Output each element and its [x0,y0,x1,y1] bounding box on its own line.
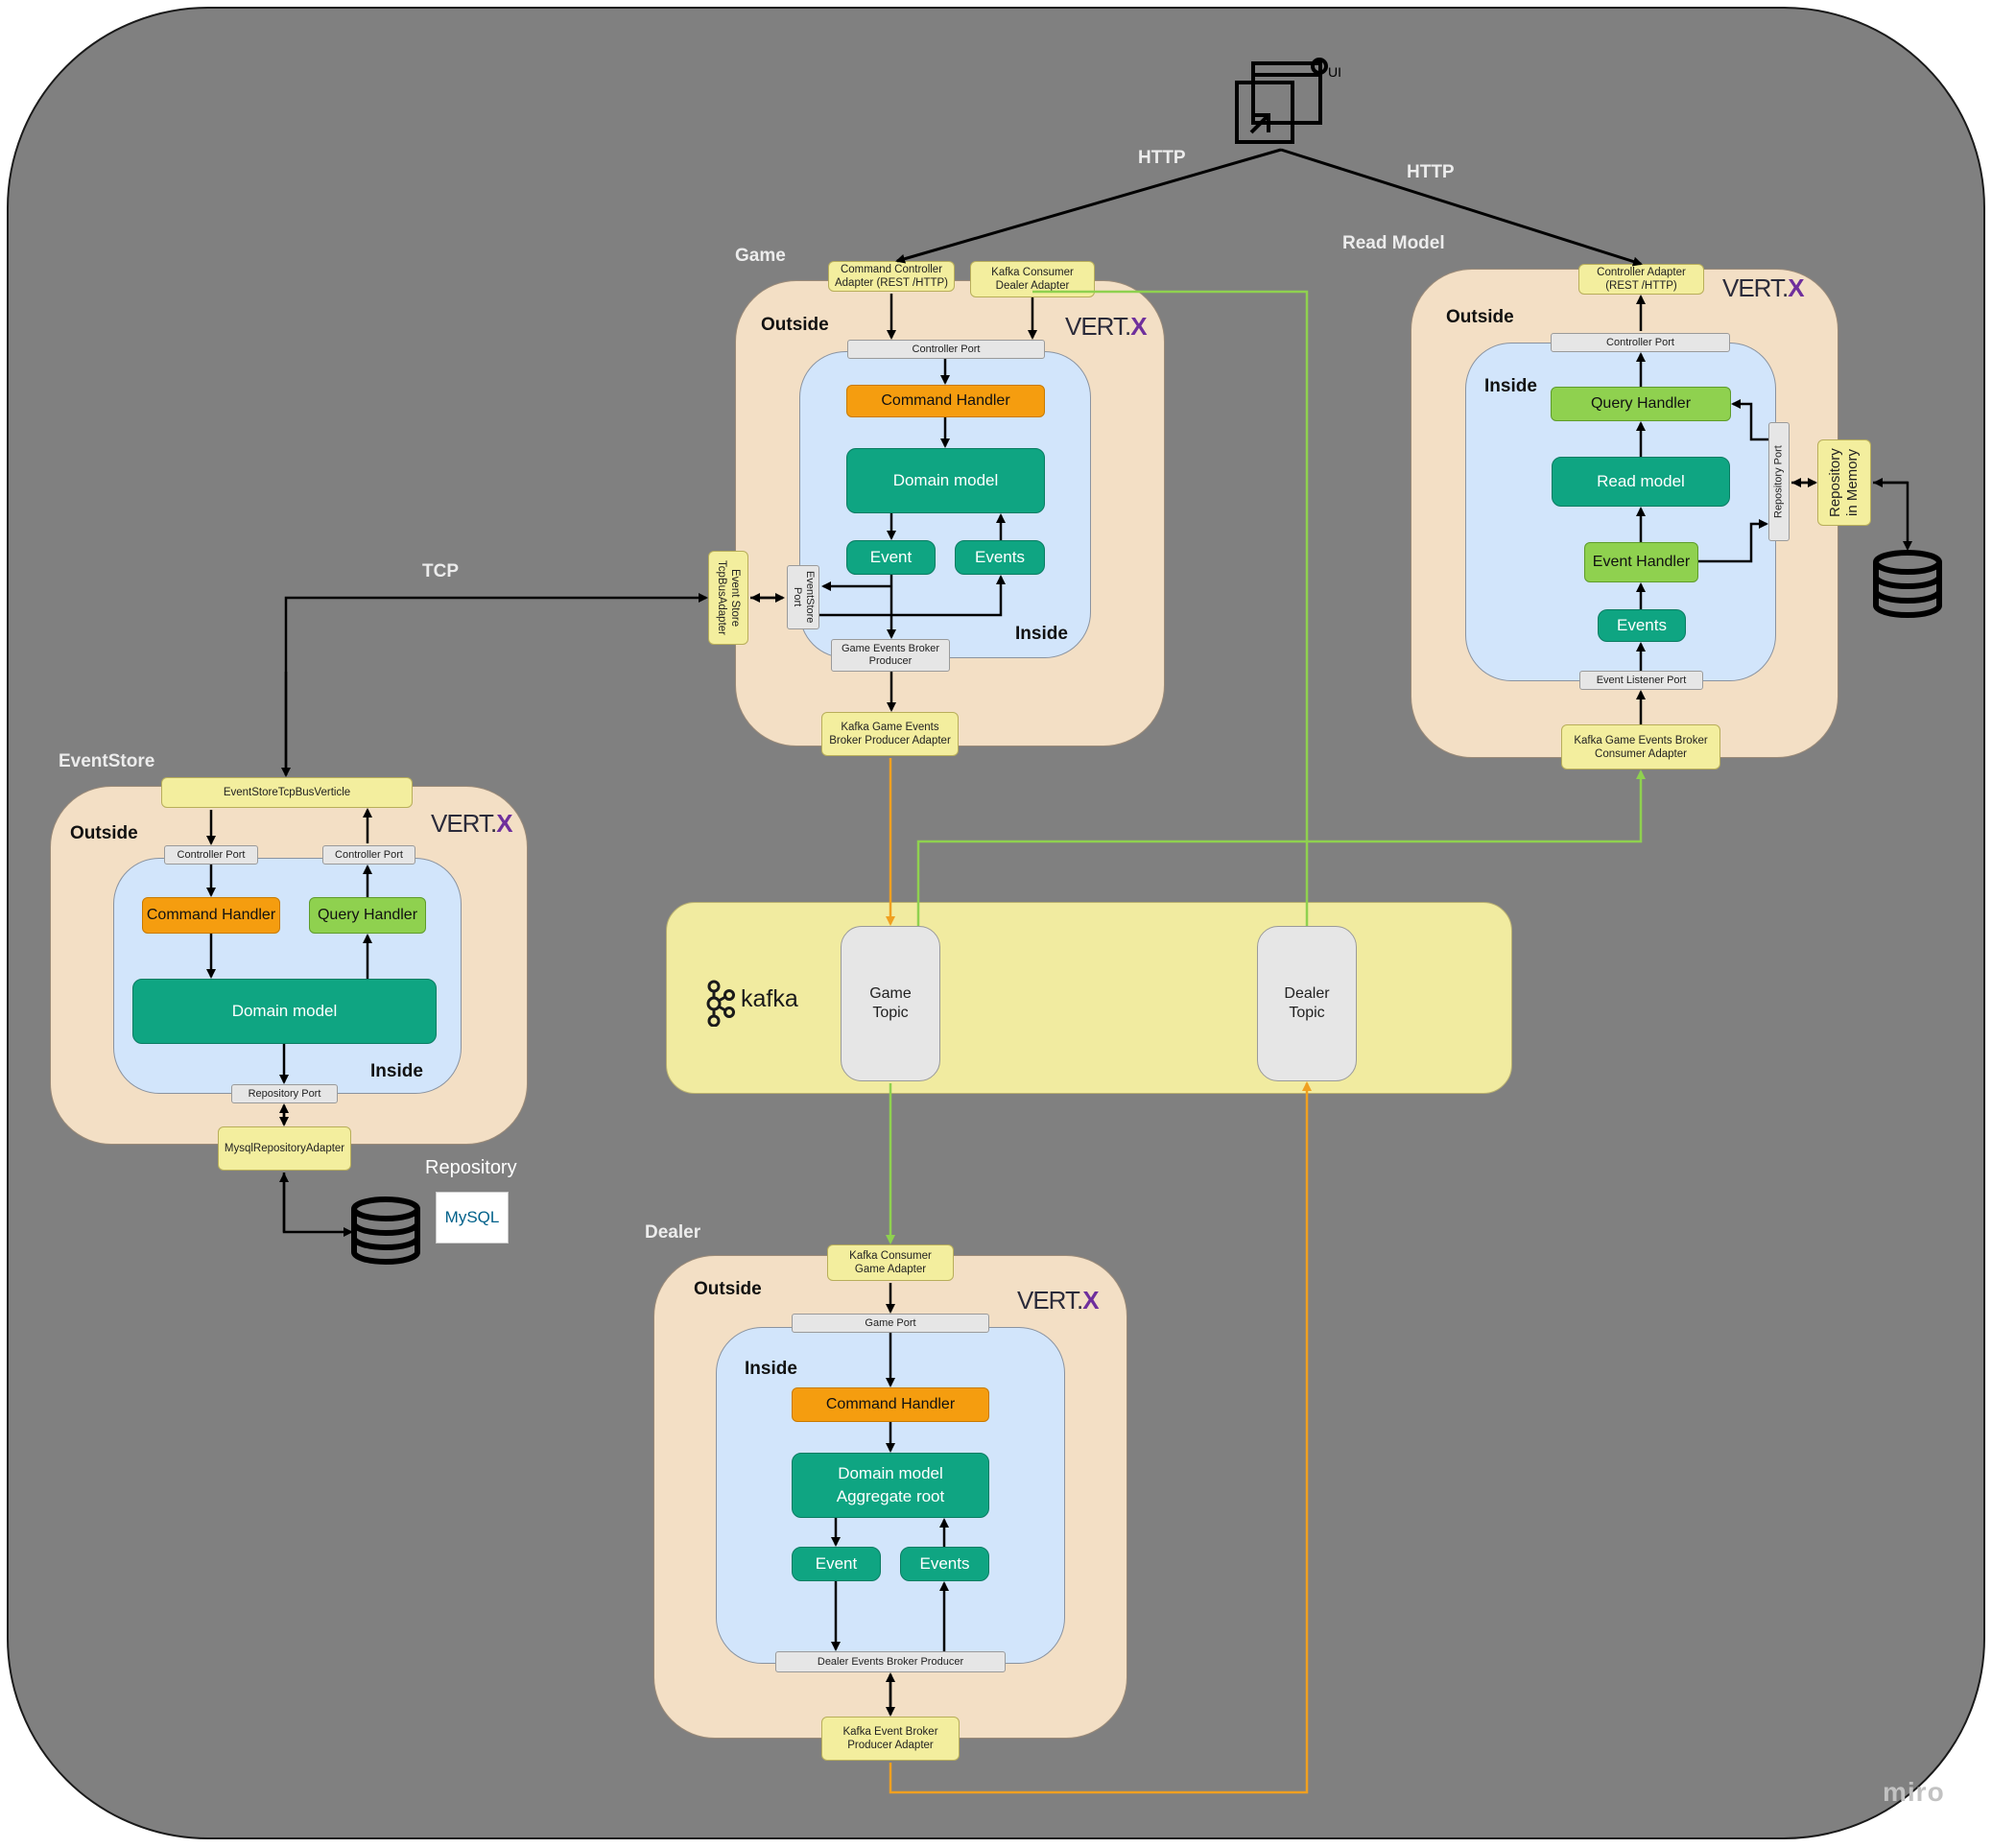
readmodel-vertx-logo: VERT.X [1722,273,1805,302]
mysql-logo: MySQL [436,1192,509,1244]
dealer-domain-model: Domain model Aggregate root [792,1453,989,1518]
game-vertx-logo: VERT.X [1065,312,1148,341]
readmodel-events: Events [1598,609,1686,642]
dealer-kafka-consumer-game-adapter: Kafka Consumer Game Adapter [827,1244,954,1281]
dealer-kafka-producer-adapter: Kafka Event Broker Producer Adapter [821,1717,960,1761]
game-eventstore-port: EventStore Port [787,565,819,629]
kafka-icon [706,980,735,1027]
database-icon [1873,550,1942,618]
readmodel-kafka-consumer-adapter: Kafka Game Events Broker Consumer Adapte… [1561,724,1720,770]
miro-watermark: miro [1883,1777,1945,1807]
dealer-inside-label: Inside [745,1359,797,1379]
dealer-game-port: Game Port [792,1314,989,1333]
game-events: Events [955,540,1045,575]
readmodel-event-handler: Event Handler [1584,542,1698,582]
kafka-logo: kafka [702,979,808,1027]
database-icon [351,1196,420,1265]
svg-text:UI: UI [1328,64,1341,80]
game-events-broker-producer: Game Events Broker Producer [831,639,950,672]
readmodel-read-model: Read model [1552,457,1730,507]
http-label-left: HTTP [1138,148,1186,168]
dealer-events: Events [900,1547,989,1581]
game-controller-port: Controller Port [847,340,1045,359]
eventstore-repository-port: Repository Port [231,1084,338,1103]
readmodel-event-listener-port: Event Listener Port [1579,671,1703,690]
game-topic: Game Topic [841,926,940,1081]
readmodel-inside-label: Inside [1484,376,1537,396]
readmodel-controller-port: Controller Port [1551,333,1730,352]
kafka-broker [666,902,1512,1094]
dealer-outside-label: Outside [694,1279,762,1299]
game-inside-label: Inside [1015,624,1068,644]
game-command-handler: Command Handler [846,385,1045,417]
eventstore-domain-model: Domain model [132,979,437,1044]
eventstore-title: EventStore [59,751,155,771]
game-title: Game [735,246,786,266]
eventstore-command-handler: Command Handler [142,897,280,934]
eventstore-mysql-adapter: MysqlRepositoryAdapter [218,1126,351,1171]
eventstore-controller-port-left: Controller Port [164,845,258,865]
eventstore-query-handler: Query Handler [309,897,426,934]
dealer-command-handler: Command Handler [792,1387,989,1422]
game-kafka-producer-adapter: Kafka Game Events Broker Producer Adapte… [821,712,959,756]
readmodel-title: Read Model [1342,233,1445,253]
dealer-event: Event [792,1547,881,1581]
game-outside-label: Outside [761,315,829,335]
eventstore-controller-port-right: Controller Port [322,845,415,865]
ui-window-icon: UI [1235,58,1341,144]
dealer-topic: Dealer Topic [1257,926,1357,1081]
eventstore-vertx-logo: VERT.X [431,809,513,838]
game-event: Event [846,540,936,575]
dealer-vertx-logo: VERT.X [1017,1286,1100,1315]
eventstore-inside-label: Inside [370,1061,423,1081]
eventstore-outside-label: Outside [70,823,138,843]
tcp-label: TCP [422,561,459,581]
game-domain-model: Domain model [846,448,1045,513]
game-command-controller-adapter: Command Controller Adapter (REST /HTTP) [828,261,955,292]
readmodel-outside-label: Outside [1446,307,1514,327]
dealer-events-broker-producer: Dealer Events Broker Producer [775,1651,1006,1672]
eventstore-tcpbus-verticle: EventStoreTcpBusVerticle [161,777,413,808]
http-label-right: HTTP [1407,162,1455,182]
repository-label: Repository [425,1157,517,1178]
game-eventstore-tcpbus-adapter: Event Store TcpBusAdapter [708,551,748,645]
readmodel-query-handler: Query Handler [1551,387,1731,421]
dealer-title: Dealer [645,1222,701,1243]
